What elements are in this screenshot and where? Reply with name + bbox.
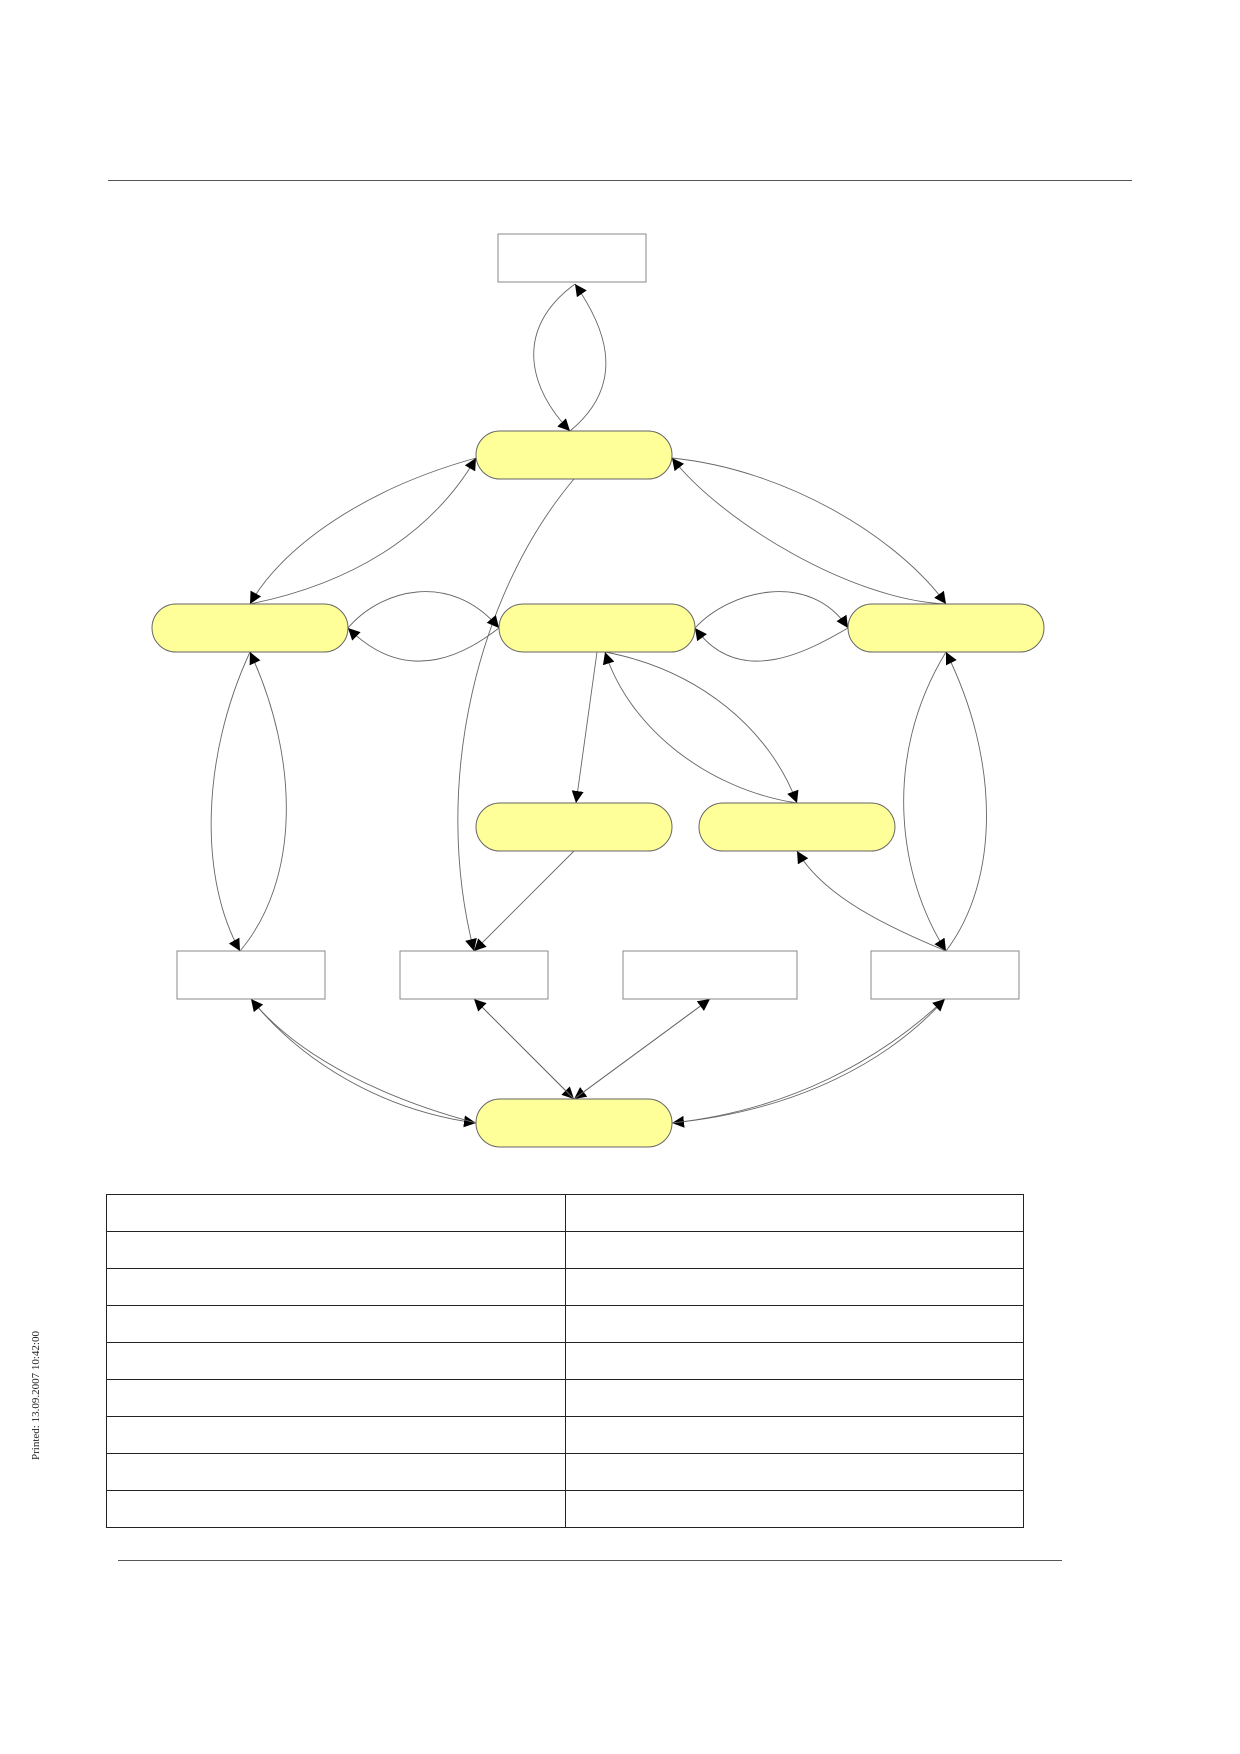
node-box-1 xyxy=(176,950,326,1000)
state-shape xyxy=(151,603,349,653)
edge-state-mid-left-to-box-2 xyxy=(473,850,575,952)
state-shape xyxy=(475,1098,673,1148)
table-cell xyxy=(564,1305,1024,1343)
edge-state-center-to-state-left xyxy=(347,627,500,662)
edge-box-4-to-state-mid-right xyxy=(796,850,947,952)
edge-layer xyxy=(210,283,987,1128)
table-row xyxy=(106,1305,1024,1343)
state-shape xyxy=(698,802,896,852)
edge-state-center-to-state-right xyxy=(694,591,849,629)
node-state-bottom xyxy=(475,1098,673,1148)
table-cell xyxy=(106,1268,566,1306)
table-cell xyxy=(106,1231,566,1269)
edge-state-center-to-state-mid-left xyxy=(571,651,598,804)
state-diagram xyxy=(151,233,1045,1148)
node-box-4 xyxy=(870,950,1020,1000)
box-shape xyxy=(497,233,647,283)
box-shape xyxy=(176,950,326,1000)
node-state-right xyxy=(847,603,1045,653)
edge-state-1-to-state-left xyxy=(249,457,477,605)
node-layer xyxy=(151,233,1045,1148)
table-cell xyxy=(564,1379,1024,1417)
edge-box-4-to-state-right xyxy=(945,651,987,952)
edge-box-1-to-state-left xyxy=(239,651,287,952)
node-box-top xyxy=(497,233,647,283)
edge-state-right-to-state-1 xyxy=(671,457,947,605)
table-cell xyxy=(564,1490,1024,1528)
table-cell xyxy=(564,1268,1024,1306)
box-shape xyxy=(622,950,798,1000)
edge-state-bottom-to-box-2 xyxy=(473,998,575,1100)
table-body xyxy=(106,1194,1024,1528)
edge-state-left-to-state-center xyxy=(347,591,500,629)
table-cell xyxy=(564,1453,1024,1491)
state-shape xyxy=(847,603,1045,653)
state-shape xyxy=(498,603,696,653)
node-box-2 xyxy=(399,950,549,1000)
node-state-mid-left xyxy=(475,802,673,852)
table-row xyxy=(106,1490,1024,1528)
header-rule xyxy=(108,180,1132,181)
edge-state-center-to-state-mid-right xyxy=(604,651,799,804)
table-cell xyxy=(106,1379,566,1417)
edge-state-1-to-box-top xyxy=(569,283,607,432)
data-table xyxy=(106,1194,1024,1528)
edge-state-right-to-box-4 xyxy=(903,651,947,952)
state-shape xyxy=(475,802,673,852)
table-cell xyxy=(564,1416,1024,1454)
table-row xyxy=(106,1342,1024,1380)
table-row xyxy=(106,1453,1024,1491)
table-row xyxy=(106,1268,1024,1306)
table-row xyxy=(106,1416,1024,1454)
edge-state-right-to-state-center xyxy=(694,627,849,662)
edge-box-4-to-state-bottom xyxy=(671,998,946,1128)
edge-state-left-to-box-1 xyxy=(210,651,251,952)
table-cell xyxy=(564,1194,1024,1232)
edge-state-bottom-to-box-4 xyxy=(671,998,946,1124)
table-row xyxy=(106,1194,1024,1232)
node-state-mid-right xyxy=(698,802,896,852)
table-cell xyxy=(106,1416,566,1454)
table-cell xyxy=(106,1194,566,1232)
footer-rule xyxy=(118,1560,1062,1561)
table-row xyxy=(106,1379,1024,1417)
node-state-1 xyxy=(475,430,673,480)
table-cell xyxy=(564,1231,1024,1269)
edge-state-1-to-state-right xyxy=(671,457,947,605)
table-cell xyxy=(106,1342,566,1380)
table-row xyxy=(106,1231,1024,1269)
state-shape xyxy=(475,430,673,480)
edge-state-left-to-state-1 xyxy=(249,457,477,605)
table-cell xyxy=(564,1342,1024,1380)
table-cell xyxy=(106,1490,566,1528)
table-cell xyxy=(106,1453,566,1491)
edge-box-1-to-state-bottom xyxy=(250,998,477,1128)
edge-box-top-to-state-1 xyxy=(533,283,576,432)
printed-timestamp: Printed: 13.09.2007 10:42:00 xyxy=(30,1331,42,1460)
box-shape xyxy=(870,950,1020,1000)
edge-state-bottom-to-box-1 xyxy=(250,998,477,1124)
edge-state-mid-right-to-state-center xyxy=(602,651,798,804)
edge-state-1-to-box-2 xyxy=(457,478,575,952)
node-state-center xyxy=(498,603,696,653)
node-state-left xyxy=(151,603,349,653)
node-box-3 xyxy=(622,950,798,1000)
box-shape xyxy=(399,950,549,1000)
table-cell xyxy=(106,1305,566,1343)
edge-state-bottom-to-box-3 xyxy=(573,998,711,1100)
